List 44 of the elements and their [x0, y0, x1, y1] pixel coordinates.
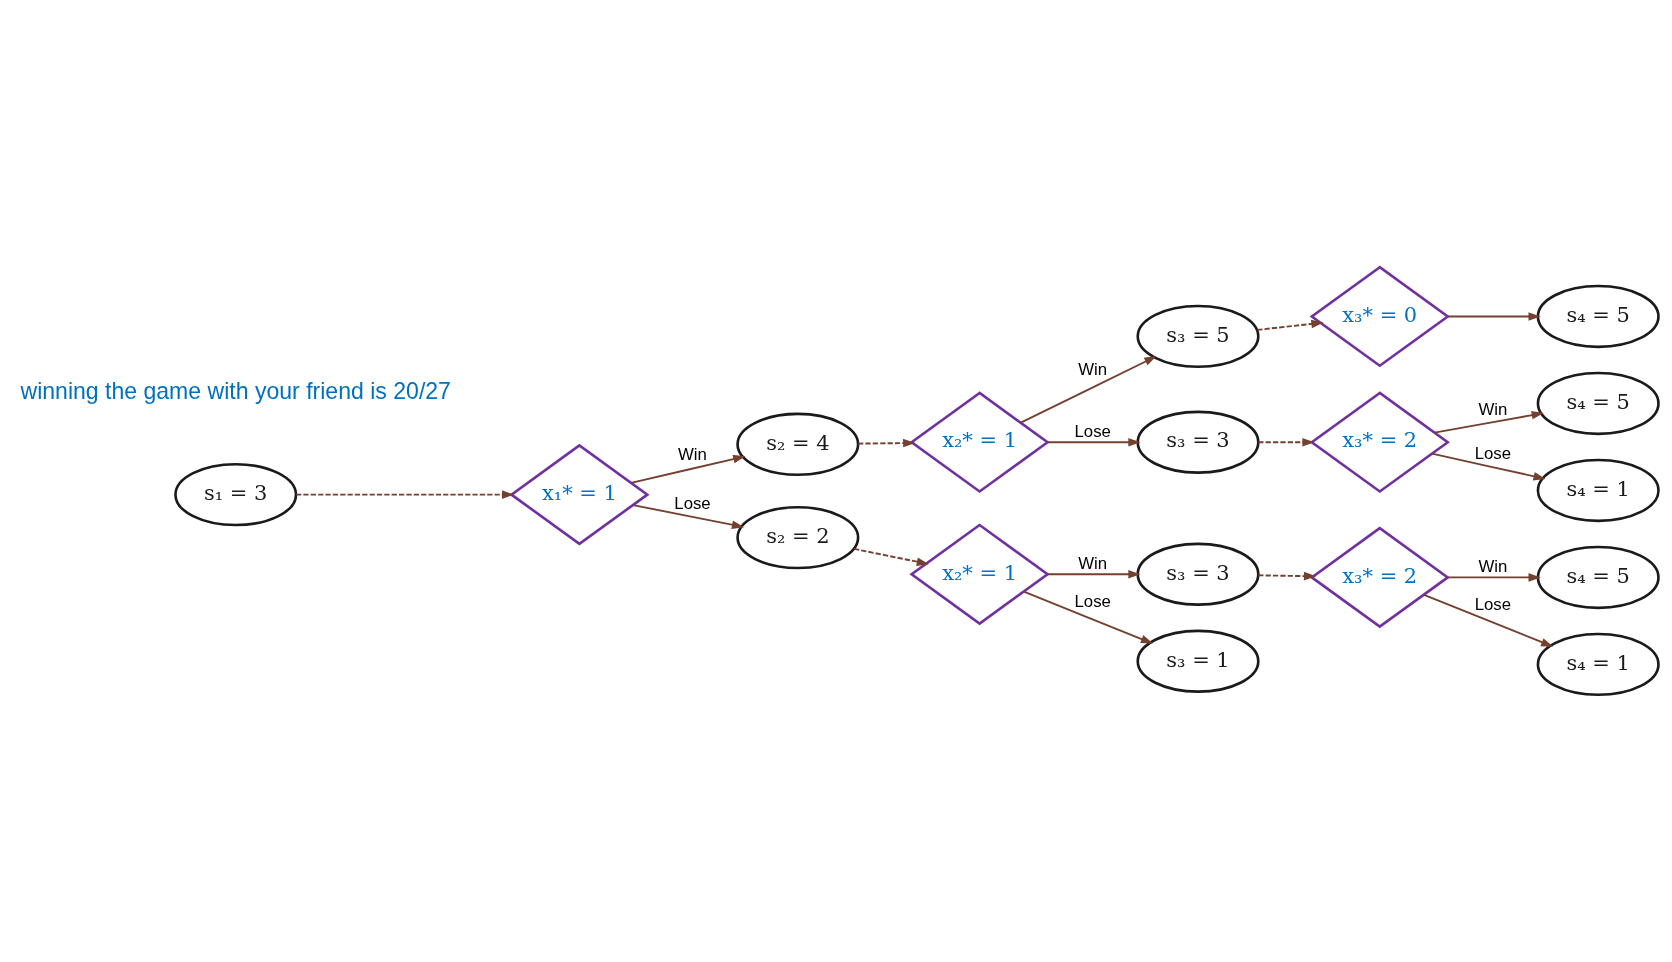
node-diamond: x₃* = 2: [1309, 526, 1450, 629]
arrow: [1257, 571, 1317, 581]
node-ellipse: s₄ = 5: [1536, 284, 1660, 349]
arrow: [857, 438, 916, 448]
label: winning the game with your friend is 20/27: [20, 377, 451, 404]
node-ellipse: s₂ = 2: [736, 505, 860, 570]
edge-label: Lose: [1474, 594, 1512, 614]
edge-label: Lose: [1474, 443, 1512, 463]
arrow: [295, 490, 515, 499]
node-ellipse: s₁ = 3: [174, 462, 298, 527]
edge-label: Win: [678, 444, 707, 464]
arrow: [1046, 570, 1141, 579]
arrow: [1446, 573, 1541, 582]
node-ellipse: s₃ = 1: [1136, 629, 1260, 693]
arrow: [1022, 590, 1154, 644]
arrow: [630, 454, 746, 484]
node-ellipse: s₄ = 1: [1536, 458, 1660, 523]
arrow: [853, 547, 929, 566]
arrow: [1446, 312, 1541, 321]
edge-label: Lose: [1074, 421, 1111, 441]
arrow: [1257, 437, 1315, 447]
node-ellipse: s₄ = 5: [1536, 371, 1660, 436]
node-ellipse: s₂ = 4: [736, 412, 860, 476]
edge-label: Lose: [674, 494, 711, 514]
edge-label: Win: [1478, 399, 1508, 419]
edge-label: Lose: [1074, 591, 1111, 611]
node-ellipse: s₃ = 3: [1136, 542, 1260, 606]
arrow: [1431, 452, 1546, 481]
edge-label: Win: [1078, 359, 1108, 379]
node-ellipse: s₄ = 1: [1536, 632, 1660, 697]
edge-label: Win: [1478, 556, 1508, 576]
arrow: [632, 504, 745, 529]
arrow: [1256, 319, 1324, 331]
node-ellipse: s₄ = 5: [1536, 545, 1660, 610]
edge-label: Win: [1078, 553, 1108, 573]
node-diamond: x₂* = 1: [909, 391, 1050, 494]
arrow: [1423, 593, 1554, 647]
node-diamond: x₁* = 1: [509, 443, 650, 546]
arrow: [1433, 410, 1544, 434]
arrow: [1019, 356, 1157, 424]
node-ellipse: s₃ = 3: [1136, 410, 1260, 474]
node-diamond: x₂* = 1: [909, 523, 1050, 626]
arrow: [1046, 437, 1141, 447]
node-diamond: x₃* = 2: [1309, 391, 1450, 494]
